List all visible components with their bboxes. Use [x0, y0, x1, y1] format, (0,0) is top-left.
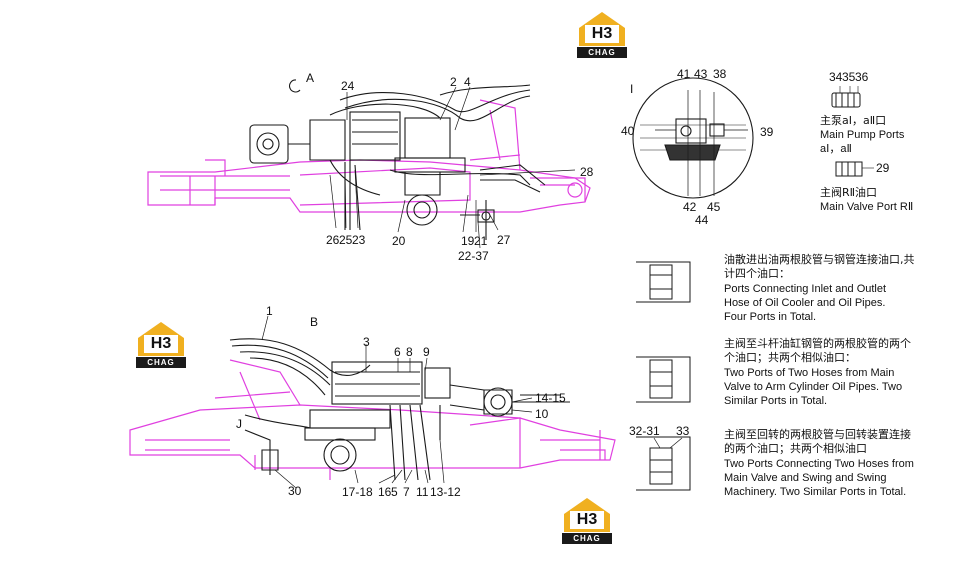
logo-mark: H3	[585, 25, 619, 43]
callout-32-31: 32-31	[629, 424, 660, 438]
callout-13-12: 13-12	[430, 485, 461, 499]
main-valve-fitting	[835, 161, 874, 177]
callout-35: 35	[842, 70, 856, 84]
callout-26: 26	[326, 233, 340, 247]
callout-40: 40	[621, 124, 635, 138]
view-a-frame	[147, 99, 591, 213]
callout-27: 27	[497, 233, 511, 247]
callout-16: 16	[378, 485, 392, 499]
callout-45: 45	[707, 200, 721, 214]
note-en-line: Two Ports of Two Hoses from Main	[724, 367, 895, 379]
callout-38: 38	[713, 67, 727, 81]
note-en-line: Valve to Arm Cylinder Oil Pipes. Two	[724, 381, 903, 393]
main-valve-en: Main Valve Port RⅡ	[820, 201, 914, 213]
main-valve-zh: 主阀RⅡ油口	[820, 186, 878, 199]
logo-caption: CHAG	[562, 533, 612, 544]
callout-24: 24	[341, 79, 355, 93]
main-pump-en: Main Pump Ports	[820, 129, 905, 141]
callout-43: 43	[694, 67, 708, 81]
callout-34: 34	[829, 70, 843, 84]
callout-44: 44	[695, 213, 709, 227]
callout-11: 11	[416, 485, 429, 499]
note-zh-line: 计四个油口：	[724, 267, 790, 280]
callout-6: 6	[394, 345, 401, 359]
callout-36: 36	[855, 70, 869, 84]
callout-28: 28	[580, 165, 594, 179]
callout-7: 7	[403, 485, 410, 499]
callout-23: 23	[352, 233, 366, 247]
callout-33: 33	[676, 424, 690, 438]
brand-logo-top: H3 CHAG	[577, 10, 627, 58]
callout-42: 42	[683, 200, 697, 214]
note-zh-line: 主阀至斗杆油缸钢管的两根胶管的两个	[724, 337, 911, 350]
view-b-title: B	[310, 315, 319, 329]
callout-4: 4	[464, 75, 471, 89]
callout-9: 9	[423, 345, 430, 359]
note-en-line: Machinery. Two Similar Ports in Total.	[724, 486, 907, 498]
note-zh-line: 的两个油口；共两个相似油口	[724, 442, 867, 455]
note-en-line: Four Ports in Total.	[724, 311, 817, 323]
detail-i	[632, 77, 754, 199]
view-b-frame	[129, 359, 616, 480]
note-zh-line: 油散进出油两根胶管与钢管连接油口,共	[724, 253, 915, 266]
main-pump-fitting	[831, 86, 861, 108]
callout-8: 8	[406, 345, 413, 359]
callout-1: 1	[266, 304, 273, 318]
main-pump-ports: aⅠ，aⅡ	[820, 143, 852, 155]
note-zh-line: 主阀至回转的两根胶管与回转装置连接	[724, 428, 911, 441]
callout-10: 10	[535, 407, 549, 421]
detail-i-title: I	[630, 82, 634, 96]
brand-logo-left: H3 CHAG	[136, 320, 186, 368]
note-zh-line: 个油口；共两个相似油口：	[724, 351, 856, 364]
note-en-line: Main Valve and Swing and Swing	[724, 472, 887, 484]
view-b-leaders	[261, 315, 533, 489]
logo-mark: H3	[570, 511, 604, 529]
callout-19: 19	[461, 234, 475, 248]
callout-30: 30	[288, 484, 302, 498]
note-en-line: Ports Connecting Inlet and Outlet	[724, 283, 887, 295]
logo-caption: CHAG	[577, 47, 627, 58]
callout-17-18: 17-18	[342, 485, 373, 499]
callout-39: 39	[760, 125, 774, 139]
callout-2: 2	[450, 75, 457, 89]
view-a-hydraulics	[249, 79, 546, 240]
callout-25: 25	[339, 233, 353, 247]
view-a-leaders	[329, 86, 576, 249]
logo-caption: CHAG	[136, 357, 186, 368]
view-a-title: A	[306, 71, 315, 85]
main-pump-zh: 主泵aⅠ，aⅡ口	[820, 114, 887, 127]
callout-21: 21	[474, 234, 488, 248]
callout-29: 29	[876, 161, 890, 175]
view-b-hydraulics	[229, 338, 570, 481]
callout-14-15: 14-15	[535, 391, 566, 405]
note-en-line: Hose of Oil Cooler and Oil Pipes.	[724, 297, 886, 309]
detail-fittings	[636, 261, 691, 491]
logo-mark: H3	[144, 335, 178, 353]
note-en-line: Two Ports Connecting Two Hoses from	[724, 458, 914, 470]
callout-5: 5	[391, 485, 398, 499]
note-en-line: Similar Ports in Total.	[724, 395, 828, 407]
callout-41: 41	[677, 67, 691, 81]
label-j: J	[236, 417, 242, 431]
brand-logo-bottom: H3 CHAG	[562, 496, 612, 544]
callout-22-37: 22-37	[458, 249, 489, 263]
callout-20: 20	[392, 234, 406, 248]
callout-3: 3	[363, 335, 370, 349]
